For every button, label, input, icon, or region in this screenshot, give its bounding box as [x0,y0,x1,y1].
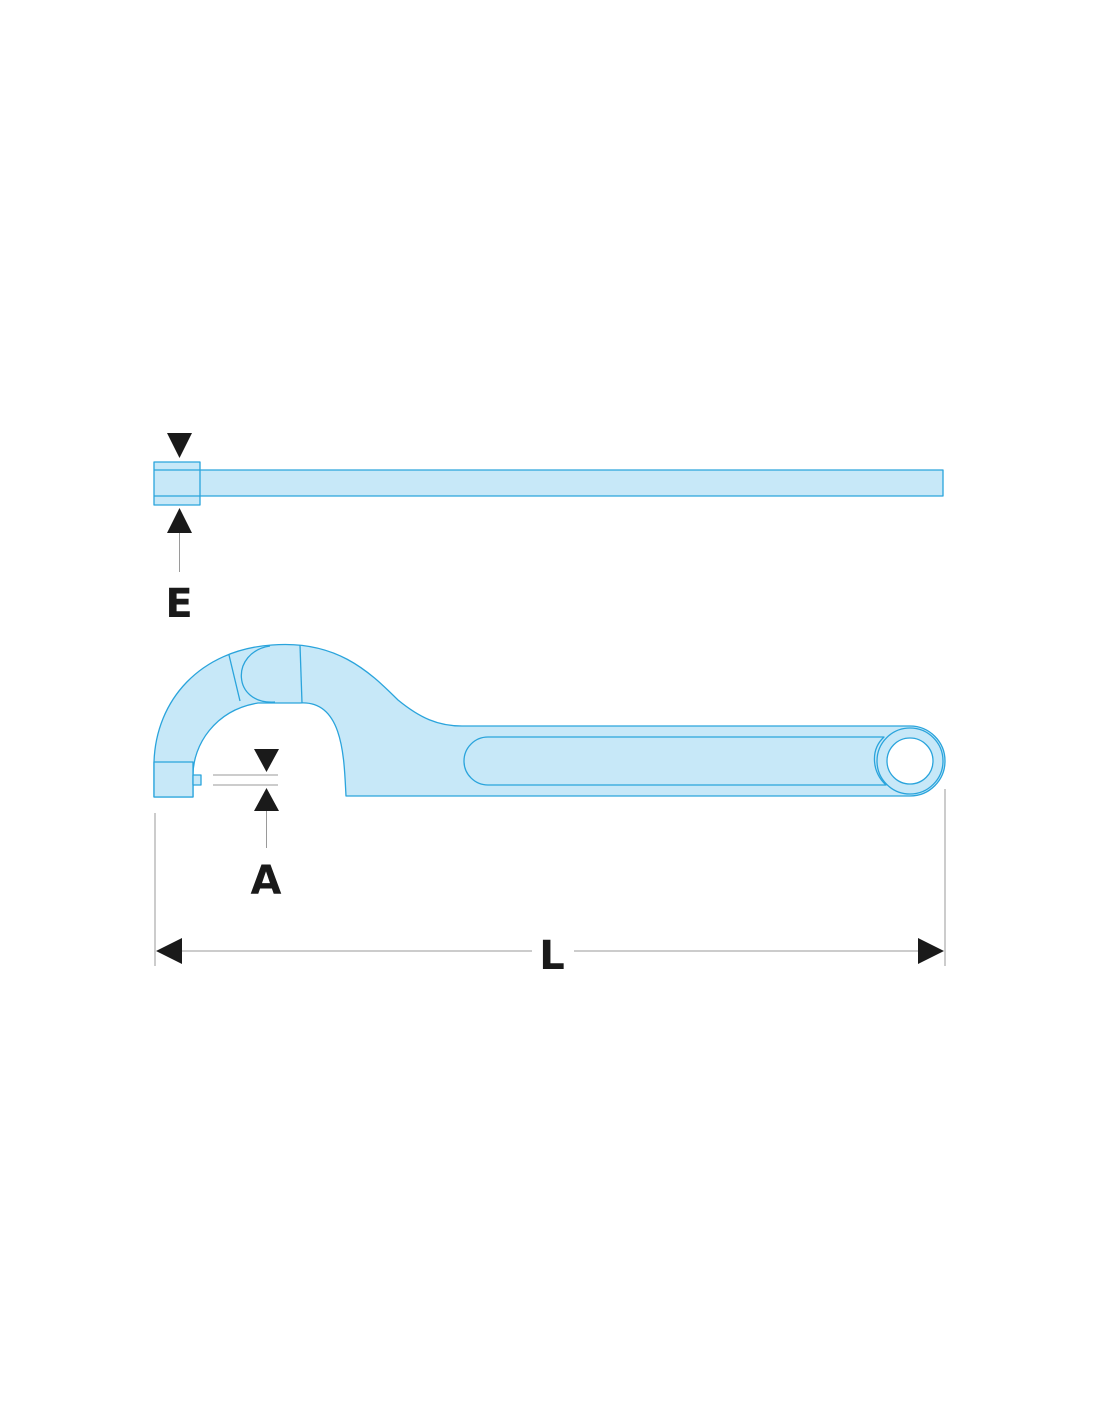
dimension-e-label: E [165,581,192,627]
front-view-joint [240,645,276,703]
dimension-e-bottom-arrow [167,508,192,533]
dimension-l-right-arrow [918,938,944,964]
side-view-handle-bar [197,469,944,497]
dimension-a-label: A [251,858,282,904]
front-view-handle-slot [463,736,887,786]
dimension-l: L [154,789,946,979]
dimension-a: A [213,749,282,904]
dimension-e: E [165,433,193,627]
dimension-a-top-arrow [254,749,279,772]
front-view-end-hole [886,737,934,785]
wrench-side-view [153,461,944,506]
side-view-head-block [153,461,201,506]
dimension-l-left-arrow [156,938,182,964]
dimension-e-top-arrow [167,433,192,458]
wrench-front-view [153,643,946,798]
front-view-hook-tip [153,761,194,798]
dimension-l-label: L [539,933,565,979]
front-view-pin [192,774,202,786]
dimension-a-bottom-arrow [254,788,279,811]
